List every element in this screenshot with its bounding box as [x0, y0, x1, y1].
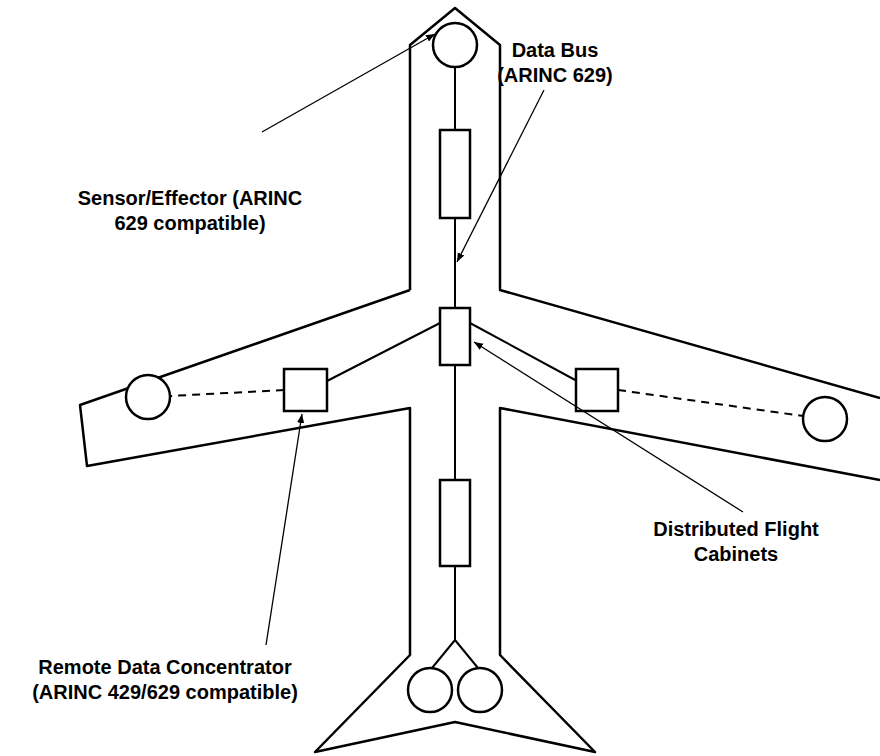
flight-cabinets — [440, 130, 470, 566]
bus-segment — [470, 323, 577, 381]
bus-segment — [454, 67, 456, 130]
bus-segment — [432, 640, 455, 668]
sensor-circle — [803, 397, 847, 441]
remote-data-concentrators — [284, 369, 618, 411]
dashed-link — [170, 390, 284, 396]
bus-segment — [455, 640, 478, 668]
bus-segment — [327, 323, 440, 381]
leader-lines — [262, 34, 743, 645]
rdc-box — [576, 369, 618, 411]
sensor-circle — [408, 668, 452, 712]
flight-cabinet — [440, 130, 470, 218]
callout-label: Data Bus (ARINC 629) — [490, 38, 620, 88]
data-bus — [327, 67, 577, 668]
airframe-outline — [80, 8, 880, 752]
callout-label: Distributed Flight Cabinets — [649, 517, 824, 567]
bus-segment — [454, 218, 456, 308]
flight-cabinet — [440, 480, 470, 566]
sensors-effectors — [126, 23, 847, 712]
dashed-link — [618, 390, 803, 416]
callout-label: Sensor/Effector (ARINC 629 compatible) — [74, 186, 306, 236]
flight-cabinet — [440, 308, 470, 365]
leader-arrow — [262, 34, 435, 132]
sensor-circle — [458, 668, 502, 712]
rdc-box — [284, 369, 327, 411]
local-link — [170, 390, 803, 416]
leader-arrow — [266, 414, 302, 645]
bus-segment — [454, 365, 456, 480]
sensor-circle — [433, 23, 477, 67]
callout-label: Remote Data Concentrator (ARINC 429/629 … — [28, 655, 303, 705]
sensor-circle — [126, 375, 170, 419]
leader-arrow — [474, 342, 743, 512]
leader-arrow — [457, 90, 544, 262]
bus-segment — [454, 566, 456, 640]
